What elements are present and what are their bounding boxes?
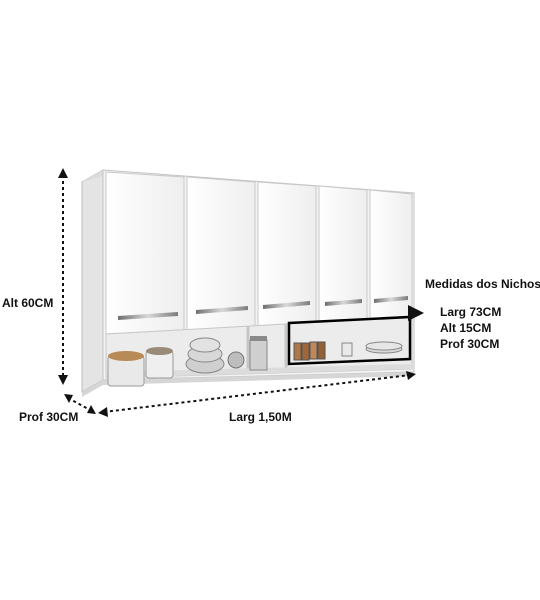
door-handles [118,296,408,320]
door-handle-1 [118,312,178,320]
niche-title: Medidas dos Nichos [425,277,540,291]
door-handle-3 [263,301,310,309]
niche-depth: Prof 30CM [440,337,500,351]
niche-highlight-frame [287,315,412,366]
door-handle-4 [325,299,362,306]
door-handle-2 [196,306,248,314]
canister-small [145,350,174,379]
spice-jar [317,341,326,360]
height-label: Alt 60CM [2,296,54,310]
spice-jar [293,342,302,361]
depth-dimension-line [67,397,93,412]
niche-width: Larg 73CM [440,305,502,319]
cabinet-doors [105,171,413,335]
glass-jars [249,339,268,371]
small-bowl [227,351,245,369]
door-handle-5 [374,296,408,303]
mug [341,342,353,357]
cabinet-door-1 [105,171,185,335]
niche-height: Alt 15CM [440,321,492,335]
spice-jar [301,342,310,361]
spice-jar [309,341,318,360]
width-label: Larg 1,50M [229,410,292,424]
depth-label: Prof 30CM [19,410,79,424]
shelf-items [107,336,403,387]
